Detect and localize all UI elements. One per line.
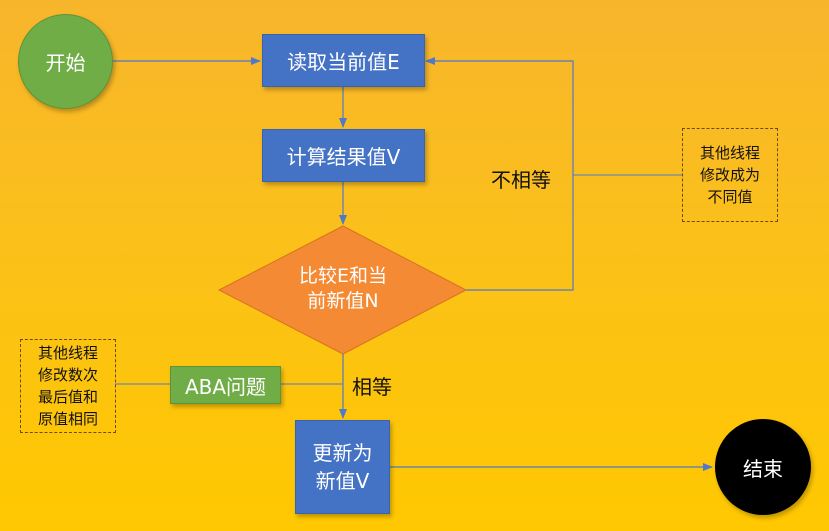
note-other-thread-changed-text: 其他线程 修改成为 不同值 [699,144,760,206]
read-value-label: 读取当前值E [287,50,400,74]
equal-label: 相等 [352,375,392,399]
compute-result-label: 计算结果值V [286,145,401,169]
aba-problem-box: ABA问题 [170,366,281,404]
update-value-box: 更新为 新值V [295,420,390,514]
decision-label: 比较E和当 前新值N [298,265,387,312]
end-node-label: 结束 [743,456,783,481]
read-value-box: 读取当前值E [262,34,425,87]
start-node-label: 开始 [45,51,86,75]
start-node: 开始 [18,14,113,109]
update-value-label: 更新为 新值V [312,441,373,493]
compute-result-box: 计算结果值V [262,129,425,182]
not-equal-label: 不相等 [491,168,551,192]
note-other-thread-changed: 其他线程 修改成为 不同值 [682,128,778,222]
aba-problem-label: ABA问题 [184,374,267,399]
note-other-thread-same-text: 其他线程 修改数次 最后值和 原值相同 [37,344,98,428]
note-other-thread-same: 其他线程 修改数次 最后值和 原值相同 [20,339,116,433]
end-node: 结束 [715,419,811,515]
